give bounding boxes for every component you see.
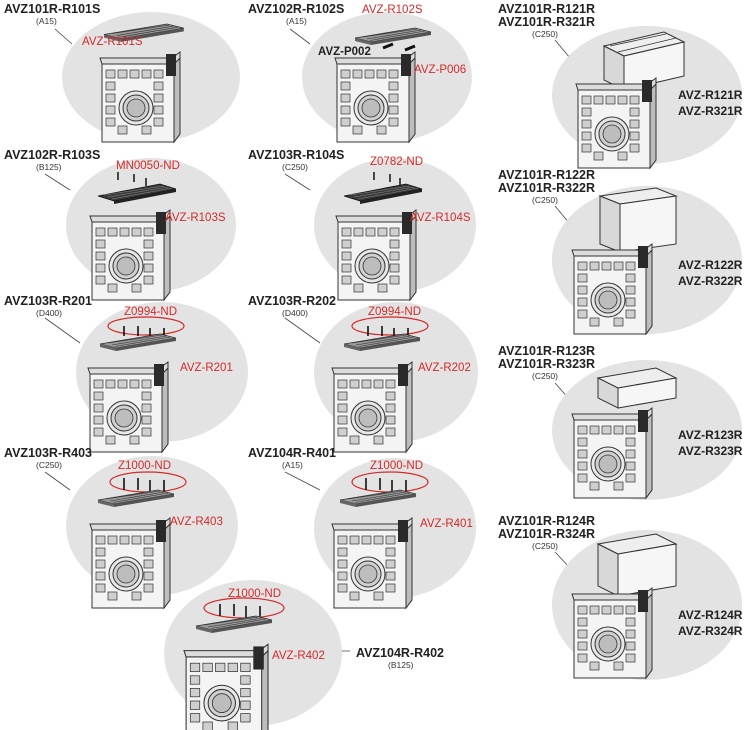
- part-label: AVZ-R401: [420, 518, 473, 530]
- part-label: AVZ-R124R: [678, 608, 743, 622]
- channel-illustration: [331, 471, 429, 609]
- kit-class: (D400): [282, 308, 308, 318]
- part-label: AVZ-R402: [272, 650, 325, 662]
- kit-class: (A15): [286, 16, 307, 26]
- kit-code: AVZ101R-R322R: [498, 181, 596, 195]
- channel-illustration: [334, 27, 432, 143]
- part-label: AVZ-R201: [180, 362, 233, 374]
- part-label: AVZ-R122R: [678, 258, 743, 272]
- part-label: AVZ-R104S: [410, 212, 471, 224]
- part-label: MN0050-ND: [116, 160, 180, 172]
- kit-code: AVZ101R-R124R: [498, 514, 596, 528]
- kit-class: (D400): [36, 308, 62, 318]
- part-label: AVZ-R403: [170, 516, 223, 528]
- part-label: AVZ-R103S: [165, 212, 226, 224]
- kit-code: AVZ104R-R401: [248, 446, 337, 460]
- channel-illustration: [87, 316, 185, 453]
- part-label: Z1000-ND: [228, 588, 282, 600]
- part-label: Z1000-ND: [118, 460, 172, 472]
- kit-code: AVZ103R-R201: [4, 294, 93, 308]
- channel-illustration: [571, 533, 678, 679]
- channel-illustration: [89, 172, 177, 301]
- channel-illustration: [571, 367, 678, 499]
- kit-class: (C250): [532, 195, 558, 205]
- part-label: AVZ-R324R: [678, 624, 743, 638]
- part-label: Z0994-ND: [368, 306, 422, 318]
- part-label: Z1000-ND: [370, 460, 424, 472]
- kit-class: (C250): [532, 29, 558, 39]
- part-label: AVZ-R202: [418, 362, 471, 374]
- kit-class: (C250): [36, 460, 62, 470]
- part-label: AVZ-R102S: [362, 4, 423, 16]
- part-label: AVZ-R323R: [678, 444, 743, 458]
- kit-code: AVZ103R-R104S: [248, 148, 345, 162]
- channel-illustration: [571, 187, 678, 335]
- part-label: AVZ-R121R: [678, 88, 743, 102]
- kit-class: (B125): [388, 660, 414, 670]
- part-label: AVZ-R123R: [678, 428, 743, 442]
- kit-class: (C250): [282, 162, 308, 172]
- kit-code: AVZ101R-R123R: [498, 344, 596, 358]
- kit-code: AVZ101R-R321R: [498, 15, 596, 29]
- part-label: Z0782-ND: [370, 156, 424, 168]
- kit-class: (A15): [36, 16, 57, 26]
- part-label: AVZ-R321R: [678, 104, 743, 118]
- kit-code: AVZ102R-R102S: [248, 2, 345, 16]
- kit-class: (C250): [532, 541, 558, 551]
- channel-illustration: [575, 31, 685, 169]
- kit-code: AVZ104R-R402: [356, 646, 445, 660]
- kit-code: AVZ101R-R101S: [4, 2, 101, 16]
- kit-code: AVZ103R-R202: [248, 294, 337, 308]
- kit-code: AVZ101R-R122R: [498, 168, 596, 182]
- part-label-black: AVZ-P002: [318, 46, 371, 58]
- channel-illustration: [183, 597, 285, 730]
- kit-code: AVZ103R-R403: [4, 446, 93, 460]
- kit-class: (B125): [36, 162, 62, 172]
- kit-code: AVZ101R-R324R: [498, 527, 596, 541]
- kit-code: AVZ101R-R121R: [498, 2, 596, 16]
- kit-class: (A15): [282, 460, 303, 470]
- part-label: Z0994-ND: [124, 306, 178, 318]
- kit-class: (C250): [532, 371, 558, 381]
- channel-illustration: [89, 471, 187, 609]
- channel-illustration: [335, 172, 423, 301]
- kit-code: AVZ101R-R323R: [498, 357, 596, 371]
- kit-code: AVZ102R-R103S: [4, 148, 101, 162]
- part-label: AVZ-P006: [414, 64, 467, 76]
- part-label: AVZ-R322R: [678, 274, 743, 288]
- channel-illustration: [331, 316, 429, 453]
- part-label: AVZ-R101S: [82, 36, 143, 48]
